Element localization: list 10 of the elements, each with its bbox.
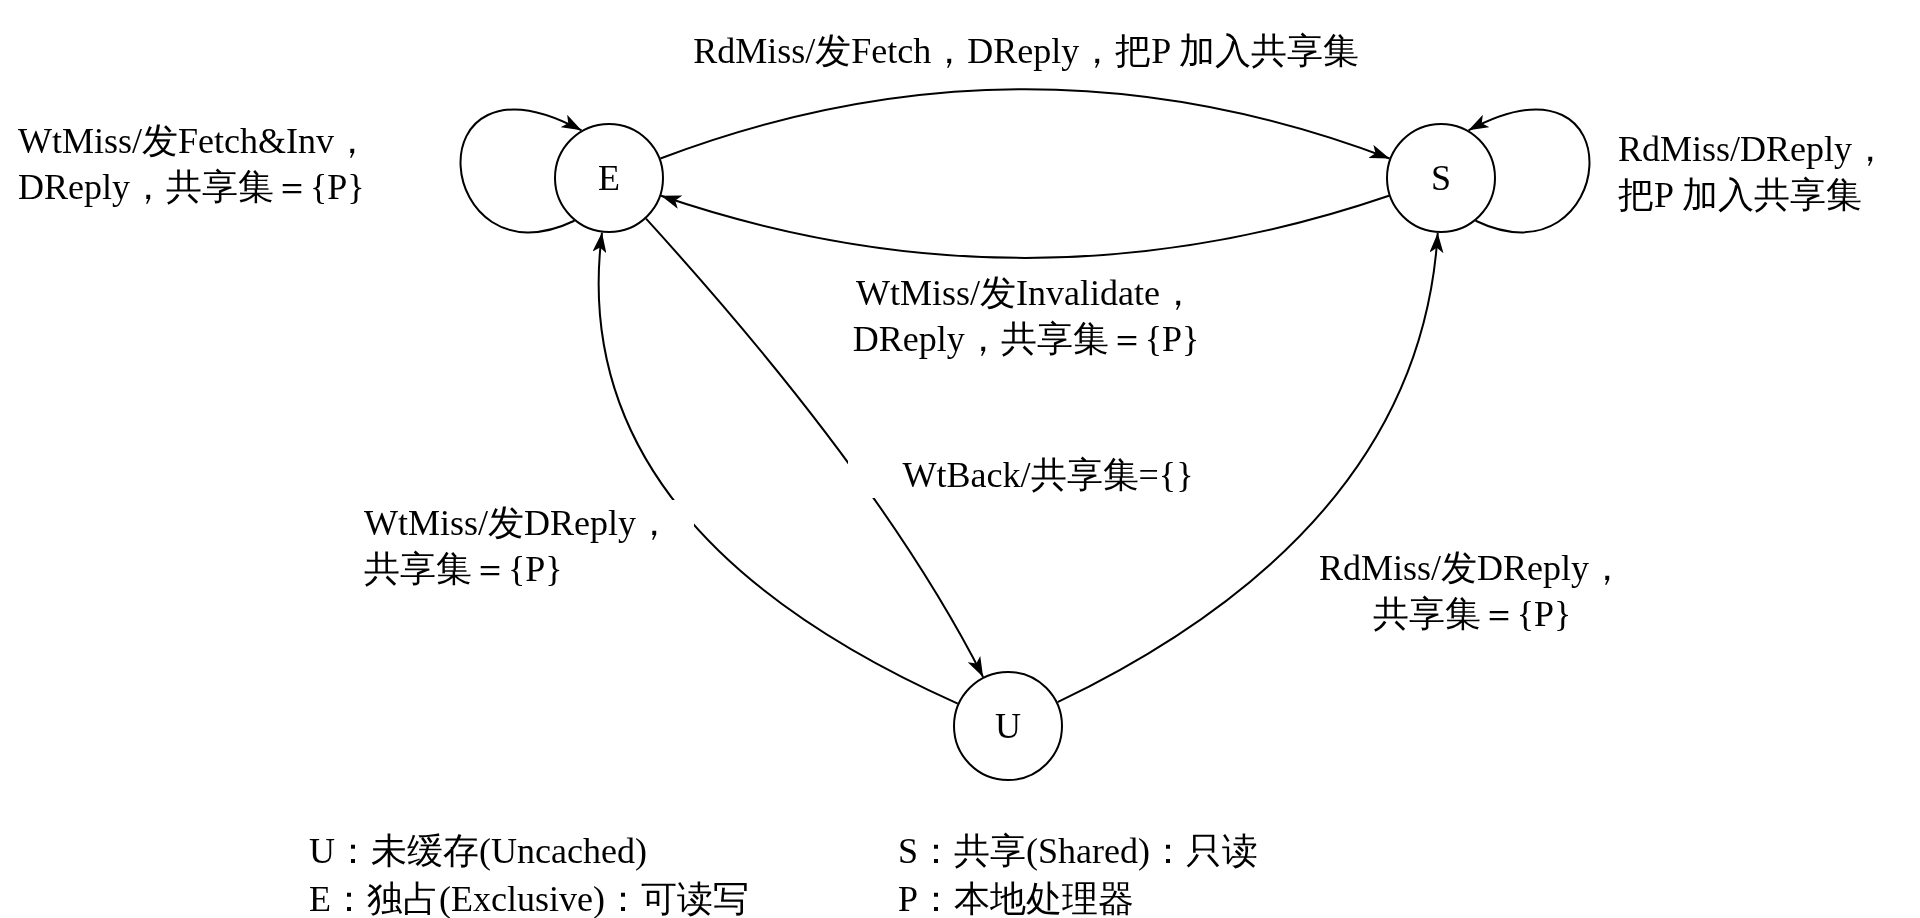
transition-arrow: [659, 88, 1391, 160]
transition-arrow: [660, 194, 1390, 259]
self-loop-arrow: [1467, 108, 1591, 233]
transition-arrow: [1056, 231, 1443, 704]
state-circle: U: [953, 671, 1063, 781]
state-circle: S: [1386, 123, 1496, 233]
transition-arrow: [593, 231, 959, 705]
transition-arrow: [645, 217, 985, 678]
self-loop-arrow: [459, 108, 583, 233]
state-circle: E: [554, 123, 664, 233]
